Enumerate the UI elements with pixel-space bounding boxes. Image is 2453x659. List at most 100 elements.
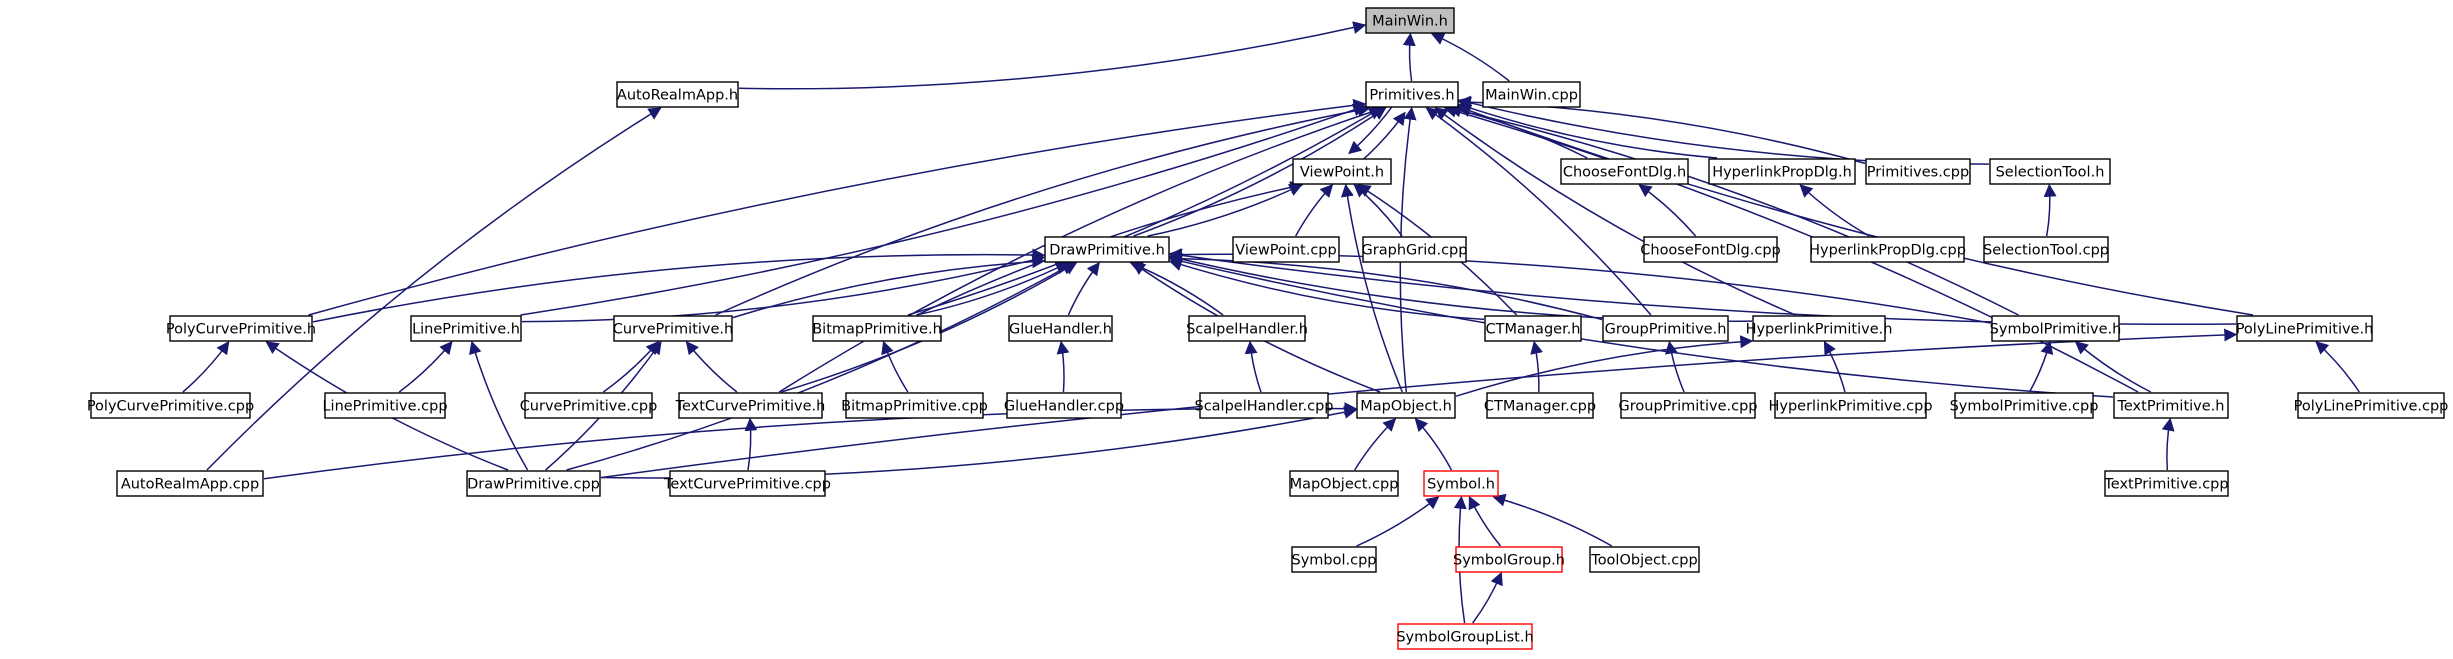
node-symbolprimitive-h[interactable]: SymbolPrimitive.h: [1990, 315, 2122, 342]
node-curveprimitive-cpp[interactable]: CurvePrimitive.cpp: [520, 392, 658, 419]
node-mapobject-cpp[interactable]: MapObject.cpp: [1289, 470, 1399, 497]
node-bitmapprimitive-cpp[interactable]: BitmapPrimitive.cpp: [841, 392, 988, 419]
edge-hyperlinkprimitive_h-to-primitives_h: [1434, 107, 1796, 316]
edge-textprimitive_h-to-symbolprimitive_h: [2074, 341, 2152, 393]
node-polycurveprimitive-cpp[interactable]: PolyCurvePrimitive.cpp: [87, 392, 254, 419]
node-label: MainWin.h: [1372, 14, 1448, 30]
edge-symbolprimitive_h-to-primitives_h: [1447, 104, 2019, 316]
node-symbol-cpp[interactable]: Symbol.cpp: [1291, 546, 1377, 573]
edge-drawprimitive_h-to-viewpoint_h: [1147, 184, 1303, 237]
node-textprimitive-cpp[interactable]: TextPrimitive.cpp: [2103, 470, 2229, 497]
node-graphgrid-cpp[interactable]: GraphGrid.cpp: [1362, 236, 1468, 263]
node-box: [678, 392, 823, 419]
node-mapobject-h[interactable]: MapObject.h: [1356, 392, 1456, 419]
edge-primitives_cpp-to-primitives_h: [1457, 95, 1866, 165]
node-hyperlinkprimitive-h[interactable]: HyperlinkPrimitive.h: [1746, 315, 1893, 342]
node-selectiontool-h[interactable]: SelectionTool.h: [1989, 158, 2111, 185]
node-textcurveprimitive-cpp[interactable]: TextCurvePrimitive.cpp: [663, 470, 831, 497]
node-label: ToolObject.cpp: [1590, 553, 1697, 569]
node-selectiontool-cpp[interactable]: SelectionTool.cpp: [1983, 236, 2109, 263]
node-hyperlinkpropdlg-h[interactable]: HyperlinkPropDlg.h: [1708, 158, 1856, 185]
edge-mapobject_h-to-hyperlinkprimitive_h: [1455, 335, 1754, 397]
node-label: CTManager.h: [1485, 322, 1580, 338]
node-label: GlueHandler.cpp: [1004, 399, 1124, 415]
node-label: CurvePrimitive.h: [613, 322, 733, 338]
node-viewpoint-cpp[interactable]: ViewPoint.cpp: [1232, 236, 1340, 263]
edge-drawprimitive_cpp-to-drawprimitive_h: [566, 262, 1076, 471]
edge-gluehandler_cpp-to-gluehandler_h: [1056, 340, 1070, 393]
edge-hyperlinkpropdlg_cpp-to-hyperlinkpropdlg_h: [1799, 184, 1870, 237]
node-polylineprimitive-cpp[interactable]: PolyLinePrimitive.cpp: [2294, 392, 2449, 419]
node-textcurveprimitive-h[interactable]: TextCurvePrimitive.h: [675, 392, 826, 419]
node-choosefontdlg-cpp[interactable]: ChooseFontDlg.cpp: [1640, 236, 1781, 263]
edge-drawprimitive_cpp-to-polylineprimitive_h: [600, 328, 2238, 479]
node-viewpoint-h[interactable]: ViewPoint.h: [1292, 158, 1392, 185]
node-primitives-h[interactable]: Primitives.h: [1365, 81, 1459, 108]
node-label: PolyCurvePrimitive.h: [166, 322, 316, 338]
node-box: [1292, 158, 1392, 185]
node-groupprimitive-cpp[interactable]: GroupPrimitive.cpp: [1619, 392, 1758, 419]
edge-mainwin_cpp-to-mainwin_h: [1431, 32, 1510, 82]
node-scalpelhandler-h[interactable]: ScalpelHandler.h: [1186, 315, 1308, 342]
node-mainwin-cpp[interactable]: MainWin.cpp: [1482, 81, 1581, 108]
node-label: ScalpelHandler.h: [1186, 322, 1308, 338]
node-label: BitmapPrimitive.h: [812, 322, 942, 338]
node-ctmanager-h[interactable]: CTManager.h: [1484, 315, 1582, 342]
node-mainwin-h[interactable]: MainWin.h: [1365, 7, 1455, 34]
node-polylineprimitive-h[interactable]: PolyLinePrimitive.h: [2236, 315, 2374, 342]
node-groupprimitive-h[interactable]: GroupPrimitive.h: [1602, 315, 1729, 342]
node-polycurveprimitive-h[interactable]: PolyCurvePrimitive.h: [166, 315, 316, 342]
node-label: ChooseFontDlg.cpp: [1640, 243, 1781, 259]
node-box: [1289, 470, 1399, 497]
edge-textcurveprimitive_h-to-curveprimitive_h: [685, 340, 738, 393]
node-box: [1643, 236, 1778, 263]
node-toolobject-cpp[interactable]: ToolObject.cpp: [1589, 546, 1700, 573]
node-box: [1620, 392, 1756, 419]
node-hyperlinkprimitive-cpp[interactable]: HyperlinkPrimitive.cpp: [1768, 392, 1933, 419]
node-drawprimitive-h[interactable]: DrawPrimitive.h: [1044, 236, 1170, 263]
node-gluehandler-cpp[interactable]: GlueHandler.cpp: [1004, 392, 1124, 419]
node-scalpelhandler-cpp[interactable]: ScalpelHandler.cpp: [1195, 392, 1334, 419]
node-box: [845, 392, 984, 419]
node-box: [2297, 392, 2445, 419]
node-symbolprimitive-cpp[interactable]: SymbolPrimitive.cpp: [1950, 392, 2099, 419]
edge-drawprimitive_cpp-to-lineprimitive_h: [469, 340, 529, 471]
node-symbol-h[interactable]: Symbol.h: [1423, 470, 1499, 497]
node-label: LinePrimitive.h: [412, 322, 520, 338]
node-box: [1560, 158, 1689, 185]
node-lineprimitive-cpp[interactable]: LinePrimitive.cpp: [322, 392, 448, 419]
node-autorealmapp-cpp[interactable]: AutoRealmApp.cpp: [116, 470, 264, 497]
node-symbolgroup-h[interactable]: SymbolGroup.h: [1453, 546, 1565, 573]
node-gluehandler-h[interactable]: GlueHandler.h: [1008, 315, 1113, 342]
node-label: MapObject.cpp: [1290, 477, 1399, 493]
node-curveprimitive-h[interactable]: CurvePrimitive.h: [613, 315, 733, 342]
node-box: [1291, 546, 1377, 573]
node-hyperlinkpropdlg-cpp[interactable]: HyperlinkPropDlg.cpp: [1809, 236, 1966, 263]
edge-mapobject_h-to-viewpoint_h: [1340, 183, 1403, 393]
node-label: Primitives.h: [1369, 88, 1454, 104]
node-box: [1708, 158, 1856, 185]
node-ctmanager-cpp[interactable]: CTManager.cpp: [1484, 392, 1596, 419]
node-label: ViewPoint.cpp: [1235, 243, 1336, 259]
node-textprimitive-h[interactable]: TextPrimitive.h: [2113, 392, 2229, 419]
node-label: HyperlinkPropDlg.cpp: [1809, 243, 1966, 259]
node-bitmapprimitive-h[interactable]: BitmapPrimitive.h: [812, 315, 942, 342]
node-label: HyperlinkPrimitive.cpp: [1768, 399, 1932, 415]
node-box: [1188, 315, 1306, 342]
edge-drawprimitive_cpp-to-mapobject_h: [600, 405, 1358, 479]
node-choosefontdlg-h[interactable]: ChooseFontDlg.h: [1560, 158, 1689, 185]
node-label: CurvePrimitive.cpp: [520, 399, 658, 415]
node-primitives-cpp[interactable]: Primitives.cpp: [1865, 158, 1971, 185]
node-autorealmapp-h[interactable]: AutoRealmApp.h: [616, 81, 739, 108]
edge-viewpoint_cpp-to-viewpoint_h: [1295, 184, 1334, 237]
node-label: TextPrimitive.h: [2117, 399, 2225, 415]
node-box: [1865, 158, 1971, 185]
node-symbolgrouplist-h[interactable]: SymbolGroupList.h: [1396, 623, 1534, 650]
node-drawprimitive-cpp[interactable]: DrawPrimitive.cpp: [466, 470, 601, 497]
node-box: [1232, 236, 1340, 263]
edge-lineprimitive_h-to-primitives_h: [520, 103, 1367, 316]
edge-autorealmapp_h-to-mainwin_h: [738, 21, 1367, 90]
node-lineprimitive-h[interactable]: LinePrimitive.h: [410, 315, 522, 342]
node-label: DrawPrimitive.cpp: [467, 477, 600, 493]
edge-autorealmapp_cpp-to-autorealmapp_h: [206, 107, 662, 471]
